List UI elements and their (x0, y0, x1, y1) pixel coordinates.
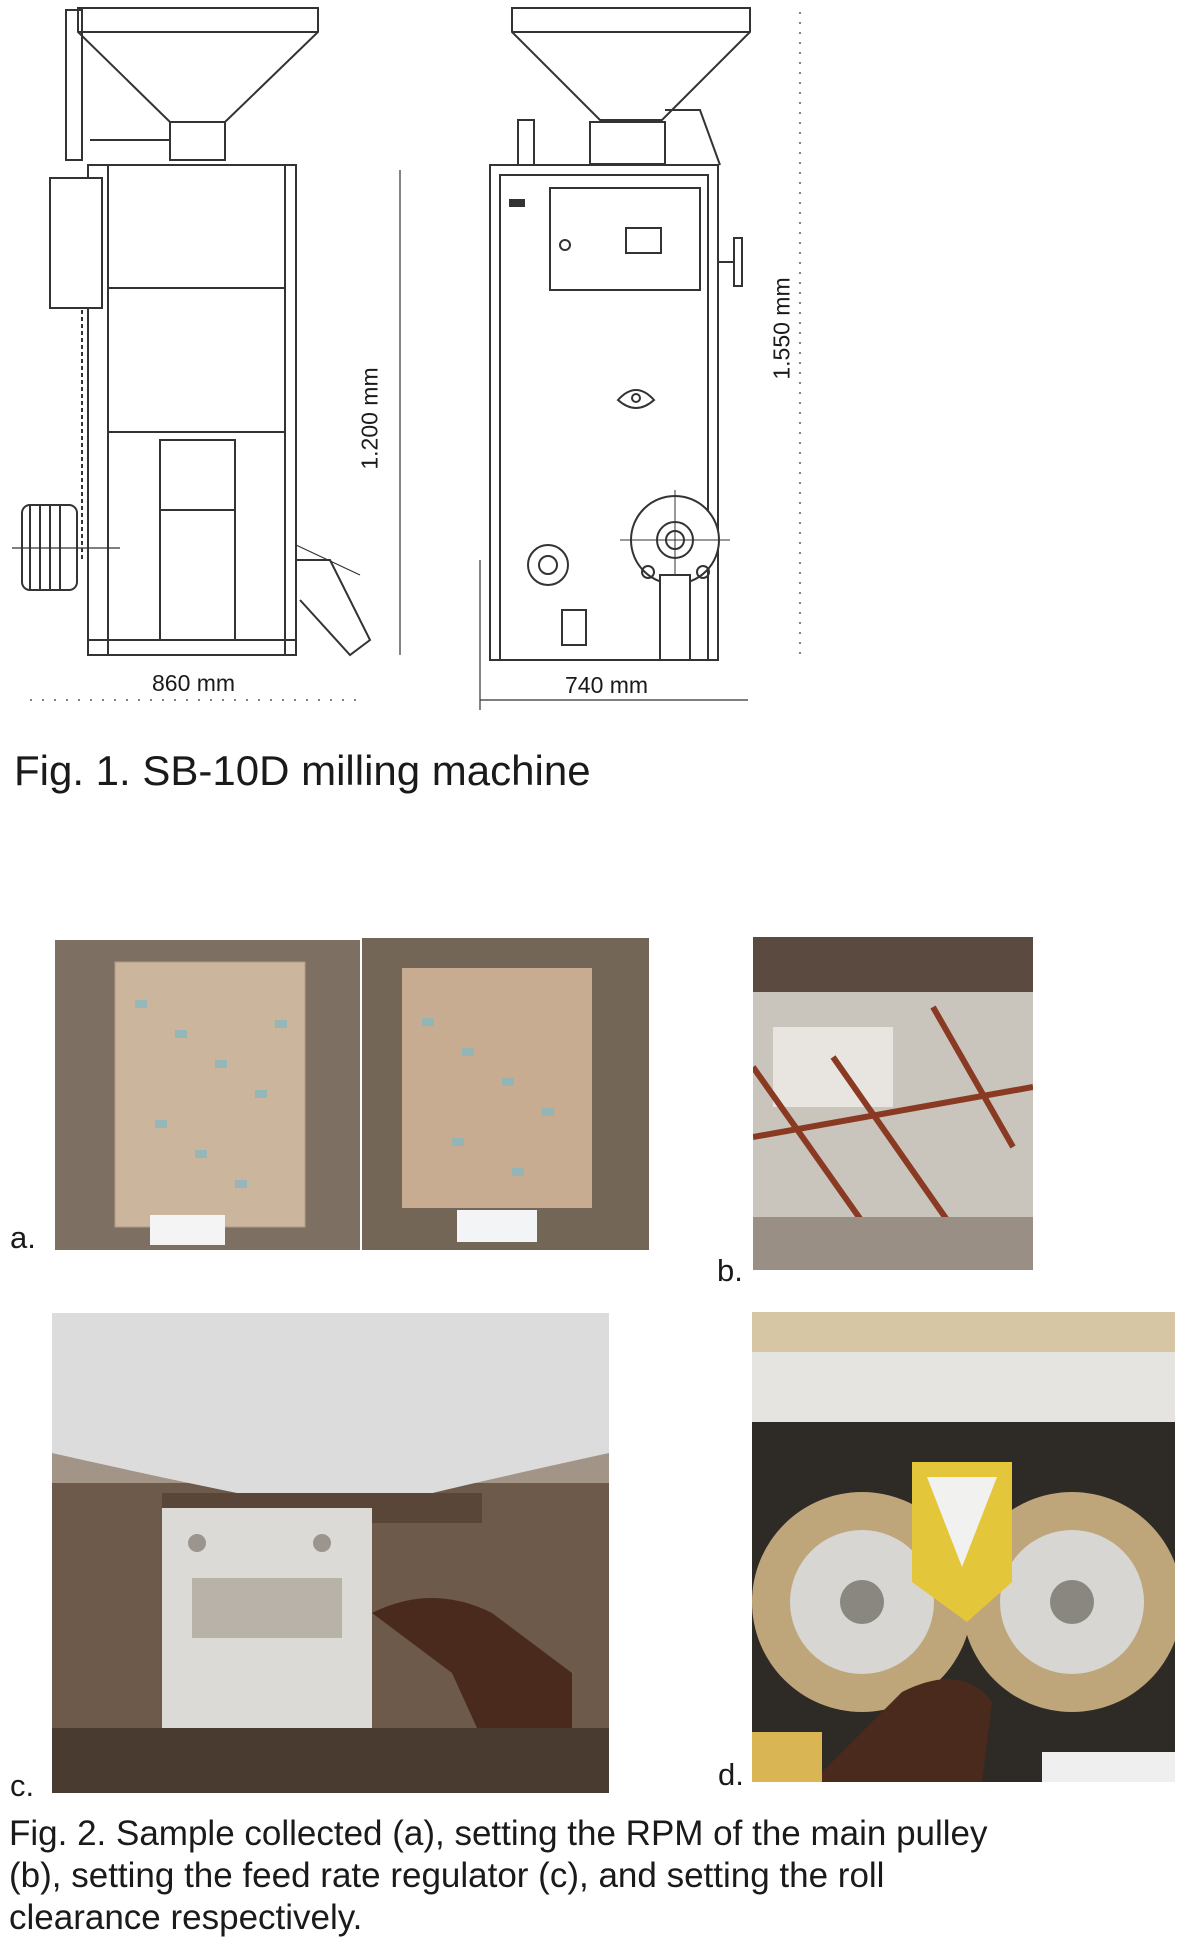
side-view (12, 7, 401, 657)
photo-a-left (55, 940, 360, 1250)
fig1-caption: Fig. 1. SB-10D milling machine (14, 747, 591, 794)
panel-letter-d: d. (718, 1757, 744, 1792)
panel-letter-c: c. (10, 1768, 35, 1803)
fig2-caption-line-2: (b), setting the feed rate regulator (c)… (9, 1856, 885, 1895)
photo-a-right (362, 938, 649, 1250)
front-height-label: 1.550 mm (768, 277, 795, 380)
side-width-label: 860 mm (152, 670, 236, 696)
photo-c (52, 1313, 609, 1793)
fig2-caption-line-3: clearance respectively. (9, 1898, 363, 1937)
panel-letter-a: a. (10, 1220, 36, 1255)
photo-d (752, 1312, 1175, 1782)
fig1-drawing: 860 mm 740 mm 1.200 mm 1.550 mm (0, 0, 1181, 720)
fig2-caption: Fig. 2. Sample collected (a), setting th… (9, 1813, 1181, 1939)
fig2-caption-line-1: Fig. 2. Sample collected (a), setting th… (9, 1814, 988, 1853)
front-view (489, 7, 801, 661)
panel-letter-b: b. (717, 1253, 743, 1288)
side-height-label: 1.200 mm (356, 367, 383, 470)
photo-b (753, 937, 1033, 1270)
front-width-label: 740 mm (565, 672, 649, 698)
